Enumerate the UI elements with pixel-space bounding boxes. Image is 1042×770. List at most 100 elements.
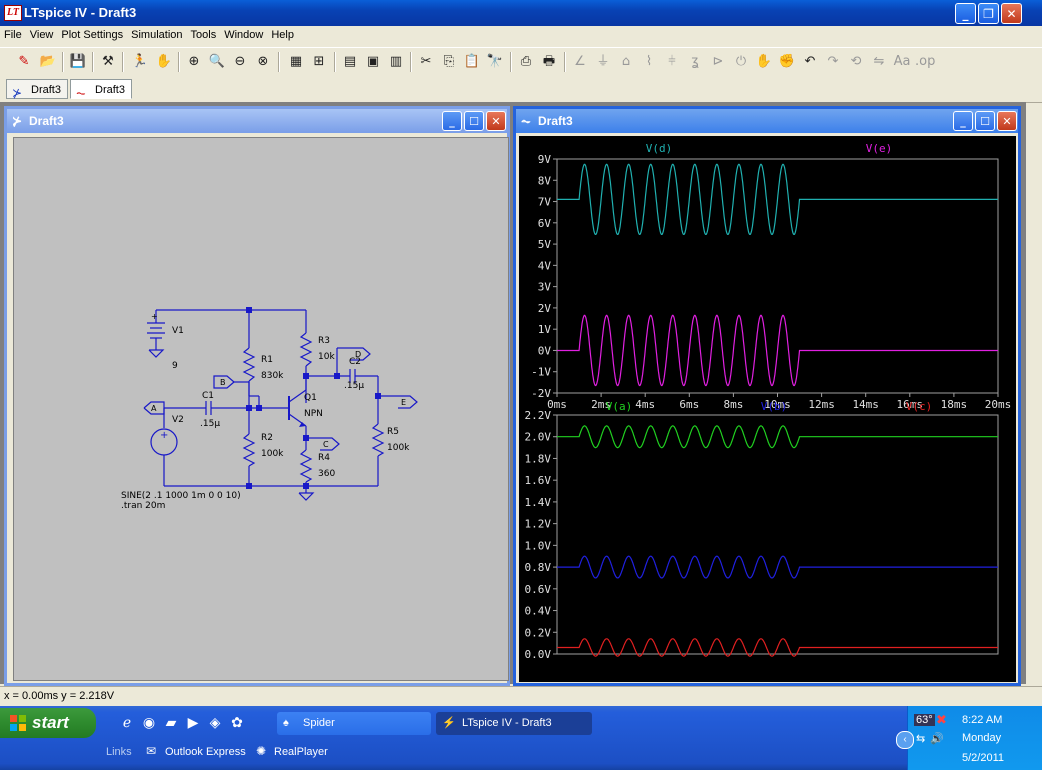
system-tray: 63° ✖ ‹ ⇆ 🔊 8:22 AM Monday 5/2/2011 — [896, 706, 1042, 770]
r5-value: 100k — [387, 443, 410, 453]
close-button[interactable]: ✕ — [1001, 3, 1022, 24]
volume-icon[interactable]: 🔊 — [930, 733, 944, 745]
schematic-window-title[interactable]: ⊁ Draft3 — [7, 109, 507, 133]
security-alert-icon[interactable]: ✖ — [936, 712, 947, 727]
schematic-maximize-button[interactable]: ☐ — [464, 111, 484, 131]
start-button[interactable]: start — [0, 708, 96, 738]
mirror-icon[interactable]: ⇋ — [873, 54, 885, 69]
menu-help[interactable]: Help — [271, 29, 294, 41]
diode-icon[interactable]: ⊳ — [712, 54, 724, 69]
schematic-close-button[interactable]: ✕ — [486, 111, 506, 131]
zoom-in-icon[interactable]: ⊕ — [188, 54, 200, 69]
menu-view[interactable]: View — [29, 29, 54, 41]
y-tick-label: 1.4V — [525, 496, 552, 509]
title-bar[interactable]: LT LTspice IV - Draft3 _ ❐ ✕ — [0, 0, 1042, 26]
text-icon[interactable]: Aa — [893, 54, 911, 69]
paste-icon[interactable]: 📋 — [463, 54, 481, 69]
folder-icon[interactable]: ▰ — [165, 715, 177, 731]
v1-value: 9 — [172, 361, 178, 371]
task-spider[interactable]: ♠ Spider — [277, 712, 431, 735]
internet-explorer-icon[interactable]: ℯ — [122, 715, 132, 731]
drag-icon[interactable]: ✊ — [778, 54, 796, 69]
spice-directive-icon[interactable]: .op — [915, 54, 936, 69]
manual-limits-icon[interactable]: ⊞ — [313, 54, 325, 69]
menu-plot-settings[interactable]: Plot Settings — [61, 29, 124, 41]
net-label-a: A — [151, 404, 157, 413]
halt-icon[interactable]: ✋ — [155, 54, 173, 69]
minimize-button[interactable]: _ — [955, 3, 976, 24]
tile-vertical-icon[interactable]: ▥ — [389, 54, 403, 69]
ground-icon[interactable]: ⏚ — [596, 54, 610, 69]
waveform-close-button[interactable]: ✕ — [997, 111, 1017, 131]
media-icon[interactable]: ◉ — [142, 715, 156, 731]
new-schematic-icon[interactable]: ✎ — [18, 54, 30, 69]
link-realplayer[interactable]: RealPlayer — [274, 746, 328, 758]
windows-logo-icon — [10, 715, 26, 731]
v2-plus: + — [160, 430, 168, 441]
wire-icon[interactable]: ∠ — [574, 54, 586, 69]
redo-icon[interactable]: ↷ — [827, 54, 839, 69]
schematic-canvas[interactable]: V1 9 + R1 830k R3 10k C2 .15μ C1 .15μ Q1… — [13, 137, 509, 681]
restore-button[interactable]: ❐ — [978, 3, 999, 24]
menu-tools[interactable]: Tools — [190, 29, 217, 41]
cut-icon[interactable]: ✂ — [420, 54, 432, 69]
clock-date: 5/2/2011 — [962, 752, 1005, 764]
save-icon[interactable]: 💾 — [69, 54, 87, 69]
tab-bar: ⊁ Draft3 ⏦ Draft3 — [0, 76, 1042, 103]
schematic-icon: ⊁ — [12, 114, 23, 128]
undo-icon[interactable]: ↶ — [804, 54, 816, 69]
schematic-window-title-text: Draft3 — [29, 114, 64, 128]
component-icon[interactable]: ⏻ — [735, 54, 747, 69]
find-icon[interactable]: 🔭 — [486, 54, 504, 69]
pan-icon[interactable]: 🔍 — [208, 54, 226, 69]
tab-schematic[interactable]: ⊁ Draft3 — [6, 79, 68, 100]
schematic-minimize-button[interactable]: _ — [442, 111, 462, 131]
paint-icon[interactable]: ✿ — [231, 715, 243, 731]
trace-legend-label: V(d) — [646, 142, 673, 155]
waveform-window-title[interactable]: ⏦ Draft3 — [516, 109, 1018, 133]
run-icon[interactable]: 🏃 — [131, 54, 149, 69]
status-bar: x = 0.00ms y = 2.218V — [0, 686, 1042, 706]
waveform-maximize-button[interactable]: ☐ — [975, 111, 995, 131]
autorange-icon[interactable]: ▦ — [289, 54, 303, 69]
zoom-fit-icon[interactable]: ⊗ — [257, 54, 269, 69]
schematic-window[interactable]: ⊁ Draft3 _ ☐ ✕ — [4, 106, 510, 686]
r4-value: 360 — [318, 469, 335, 479]
rotate-icon[interactable]: ⟲ — [850, 54, 862, 69]
menu-window[interactable]: Window — [224, 29, 264, 41]
task-ltspice[interactable]: ⚡ LTspice IV - Draft3 — [436, 712, 592, 735]
cascade-icon[interactable]: ▣ — [366, 54, 380, 69]
label-net-icon[interactable]: ⌂ — [621, 54, 631, 69]
print-icon[interactable]: 🖶 — [542, 54, 556, 69]
tab-waveform[interactable]: ⏦ Draft3 — [70, 79, 132, 100]
move-icon[interactable]: ✋ — [755, 54, 773, 69]
realplayer-icon: ✺ — [256, 744, 267, 758]
media-player-icon[interactable]: ▶ — [187, 715, 199, 731]
y-tick-label: 1.0V — [525, 539, 552, 552]
copy-icon[interactable]: ⎘ — [443, 54, 455, 69]
open-icon[interactable]: 📂 — [39, 54, 57, 69]
y-tick-label: 9V — [538, 153, 552, 166]
control-panel-icon[interactable]: ⚒ — [102, 54, 114, 69]
app-icon[interactable]: ◈ — [209, 715, 221, 731]
show-hidden-icons-button[interactable]: ‹ — [896, 731, 914, 749]
tile-horizontal-icon[interactable]: ▤ — [343, 54, 357, 69]
print-setup-icon[interactable]: ⎙ — [520, 54, 532, 69]
waveform-minimize-button[interactable]: _ — [953, 111, 973, 131]
menu-file[interactable]: File — [4, 29, 22, 41]
network-icon[interactable]: ⇆ — [916, 733, 926, 745]
zoom-out-icon[interactable]: ⊖ — [234, 54, 246, 69]
link-outlook-express[interactable]: Outlook Express — [165, 746, 246, 758]
x-tick-label: 14ms — [852, 398, 879, 411]
capacitor-icon[interactable]: ⫩ — [668, 54, 676, 69]
clock-time[interactable]: 8:22 AM — [962, 714, 1003, 726]
inductor-icon[interactable]: ʓ — [691, 54, 699, 69]
task-label: LTspice IV - Draft3 — [462, 717, 552, 729]
temperature-badge[interactable]: 63° — [914, 714, 935, 726]
tab-label: Draft3 — [31, 84, 61, 96]
resistor-icon[interactable]: ⌇ — [645, 54, 653, 69]
menu-simulation[interactable]: Simulation — [131, 29, 183, 41]
